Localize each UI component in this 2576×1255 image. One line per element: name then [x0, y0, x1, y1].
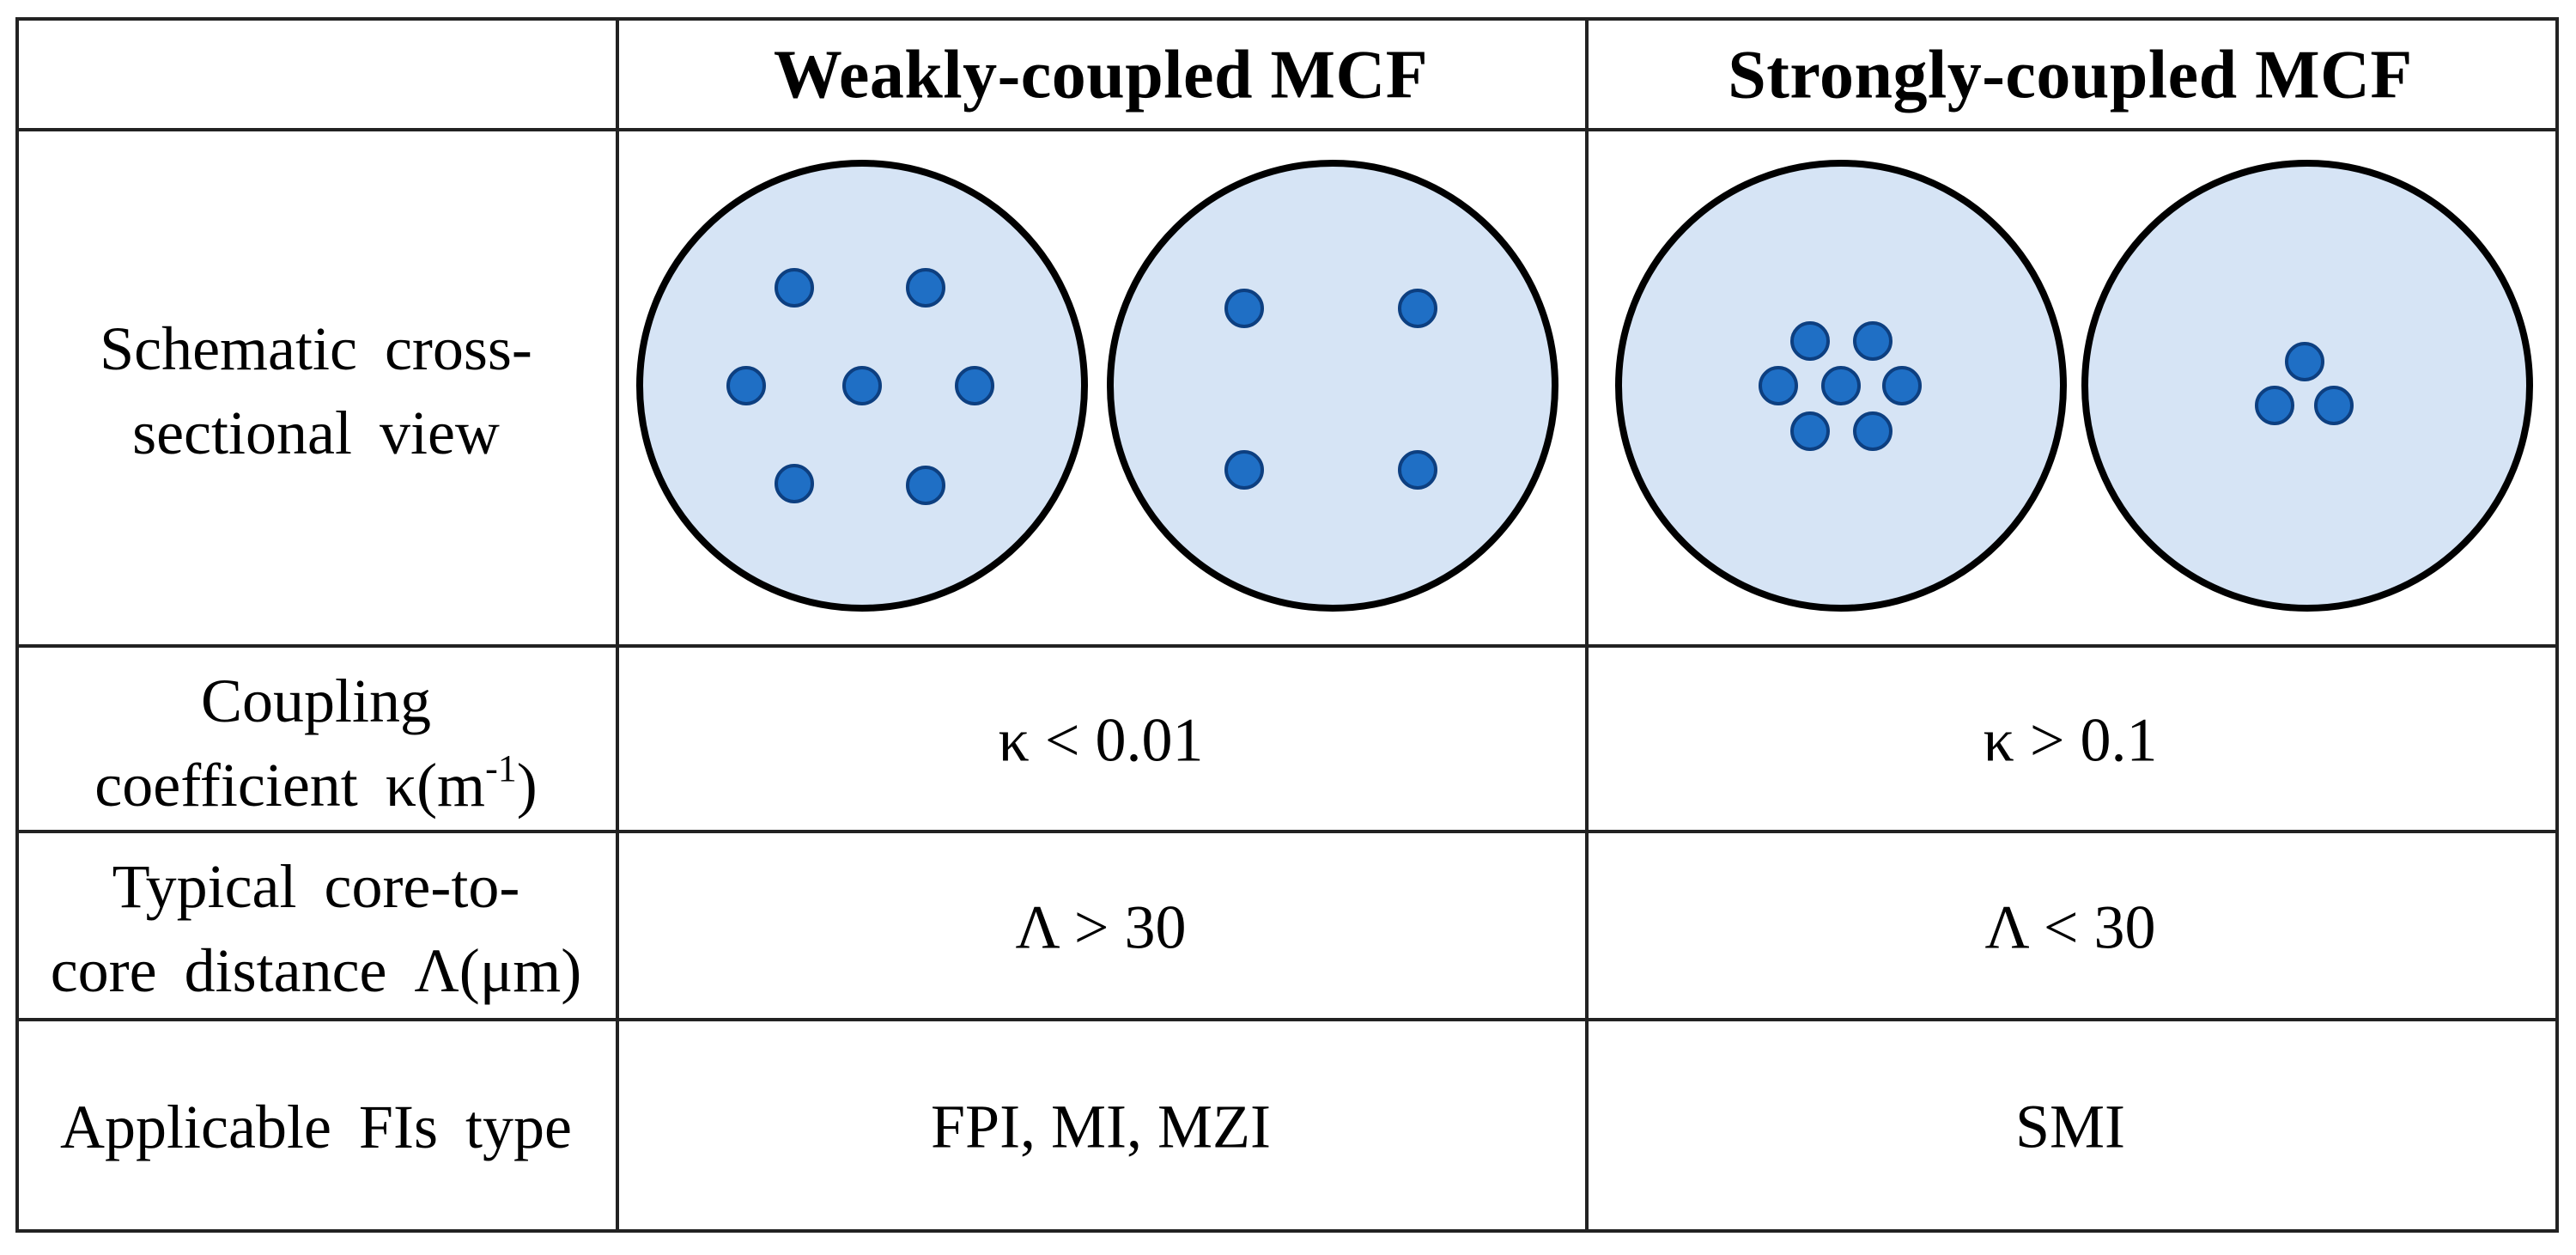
label-coupling-exponent: -1: [485, 747, 517, 789]
fiber-core: [955, 366, 994, 405]
fiber-core: [775, 464, 814, 503]
row-divider-3: [15, 830, 2559, 833]
fiber-core: [1790, 411, 1830, 451]
cladding-circle: [1615, 160, 2067, 612]
fiber-core: [1759, 366, 1798, 405]
label-coupling-prefix: coefficient κ(m: [94, 751, 486, 819]
value-fi-strong: SMI: [2014, 1092, 2126, 1161]
row-divider-1: [15, 128, 2559, 131]
fiber-core: [1790, 321, 1830, 361]
cladding-circle: [1107, 160, 1558, 612]
column-divider-1: [616, 17, 619, 1233]
label-coupling-line1: Coupling: [200, 667, 432, 735]
value-distance-strong: Λ < 30: [1984, 893, 2156, 962]
fiber-core: [1853, 411, 1893, 451]
fiber-core: [1224, 289, 1264, 328]
strong-seven-core-fiber: [1615, 160, 2067, 612]
weak-seven-core-fiber: [636, 160, 1088, 612]
value-coupling-weak: κ < 0.01: [998, 705, 1204, 775]
fiber-core: [1398, 450, 1437, 490]
fiber-core: [2285, 342, 2324, 381]
label-distance-line1: Typical core-to-: [112, 852, 520, 921]
table-border-left: [15, 17, 19, 1233]
column-divider-2: [1585, 17, 1589, 1233]
table-border-top: [15, 17, 2559, 21]
table-border-bottom: [15, 1229, 2559, 1233]
label-fi-type: Applicable FIs type: [60, 1093, 572, 1161]
label-distance-line2: core distance Λ(μm): [50, 936, 582, 1005]
label-core-distance: Typical core-to- core distance Λ(μm): [51, 844, 582, 1013]
row-divider-2: [15, 644, 2559, 648]
fiber-core: [775, 268, 814, 308]
label-coupling-line2: coefficient κ(m-1): [94, 743, 537, 827]
fiber-core: [1224, 450, 1264, 490]
fiber-core: [842, 366, 882, 405]
weak-four-core-fiber: [1107, 160, 1558, 612]
cladding-circle: [2081, 160, 2533, 612]
fiber-core: [906, 466, 945, 505]
label-schematic-line1: Schematic cross-: [100, 314, 532, 383]
fiber-core: [1882, 366, 1922, 405]
fiber-core: [1853, 321, 1893, 361]
header-strongly-coupled: Strongly-coupled MCF: [1728, 37, 2413, 113]
label-schematic-line2: sectional view: [132, 399, 500, 467]
strong-three-core-fiber: [2081, 160, 2533, 612]
row-divider-4: [15, 1018, 2559, 1021]
value-distance-weak: Λ > 30: [1015, 893, 1187, 962]
fiber-core: [2255, 386, 2294, 425]
header-weakly-coupled: Weakly-coupled MCF: [773, 37, 1429, 113]
label-coupling-coefficient: Coupling coefficient κ(m-1): [94, 659, 537, 827]
fiber-core: [726, 366, 766, 405]
value-coupling-strong: κ > 0.1: [1983, 705, 2158, 775]
table-border-right: [2555, 17, 2559, 1233]
fiber-core: [1398, 289, 1437, 328]
fiber-core: [906, 268, 945, 308]
fiber-core: [2314, 386, 2354, 425]
fiber-core: [1821, 366, 1861, 405]
label-coupling-suffix: ): [516, 751, 538, 819]
label-schematic-view: Schematic cross- sectional view: [100, 307, 532, 475]
value-fi-weak: FPI, MI, MZI: [930, 1092, 1272, 1161]
cladding-circle: [636, 160, 1088, 612]
